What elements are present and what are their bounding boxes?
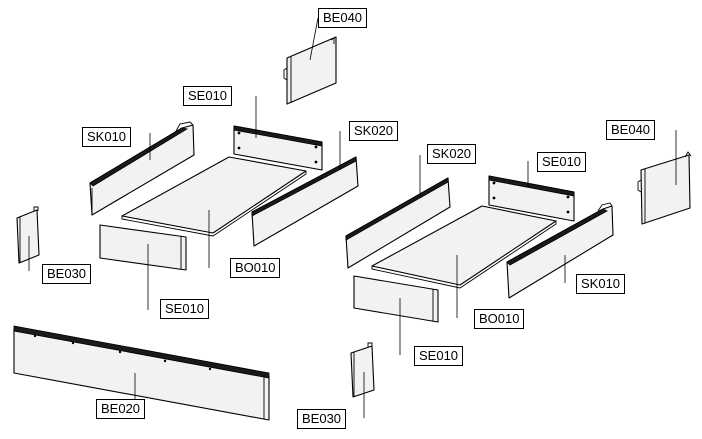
- part-bo010-right: [371, 205, 557, 318]
- part-sk020-right: [345, 155, 451, 269]
- label-se010-front-left: SE010: [160, 299, 210, 319]
- label-se010-back-left: SE010: [183, 86, 233, 106]
- label-sk020-left: SK020: [349, 121, 399, 141]
- part-se010-front-left: [99, 224, 187, 310]
- part-be030-right: [350, 342, 375, 418]
- part-be020: [13, 325, 270, 421]
- part-bo010-left: [121, 156, 307, 268]
- label-be040-top: BE040: [318, 8, 368, 28]
- label-se010-front-right: SE010: [414, 346, 464, 366]
- label-bo010-left: BO010: [230, 258, 281, 278]
- label-sk010-right: SK010: [576, 274, 626, 294]
- part-se010-back-right: [488, 161, 575, 222]
- label-be030-right: BE030: [297, 409, 347, 429]
- part-sk020-left: [251, 131, 359, 247]
- label-se010-back-right: SE010: [537, 152, 587, 172]
- part-be030-left: [16, 206, 40, 271]
- label-sk020-right: SK020: [427, 144, 477, 164]
- part-be040-top: [283, 17, 337, 105]
- part-be040-right: [637, 130, 692, 225]
- part-se010-back-left: [233, 96, 323, 171]
- part-sk010-left: [89, 121, 195, 216]
- part-se010-front-right: [353, 275, 439, 355]
- label-be030-left: BE030: [42, 264, 92, 284]
- label-be040-right: BE040: [606, 120, 656, 140]
- part-sk010-right: [506, 202, 614, 299]
- label-sk010-left: SK010: [82, 127, 132, 147]
- label-bo010-right: BO010: [474, 309, 525, 329]
- label-be020: BE020: [96, 399, 146, 419]
